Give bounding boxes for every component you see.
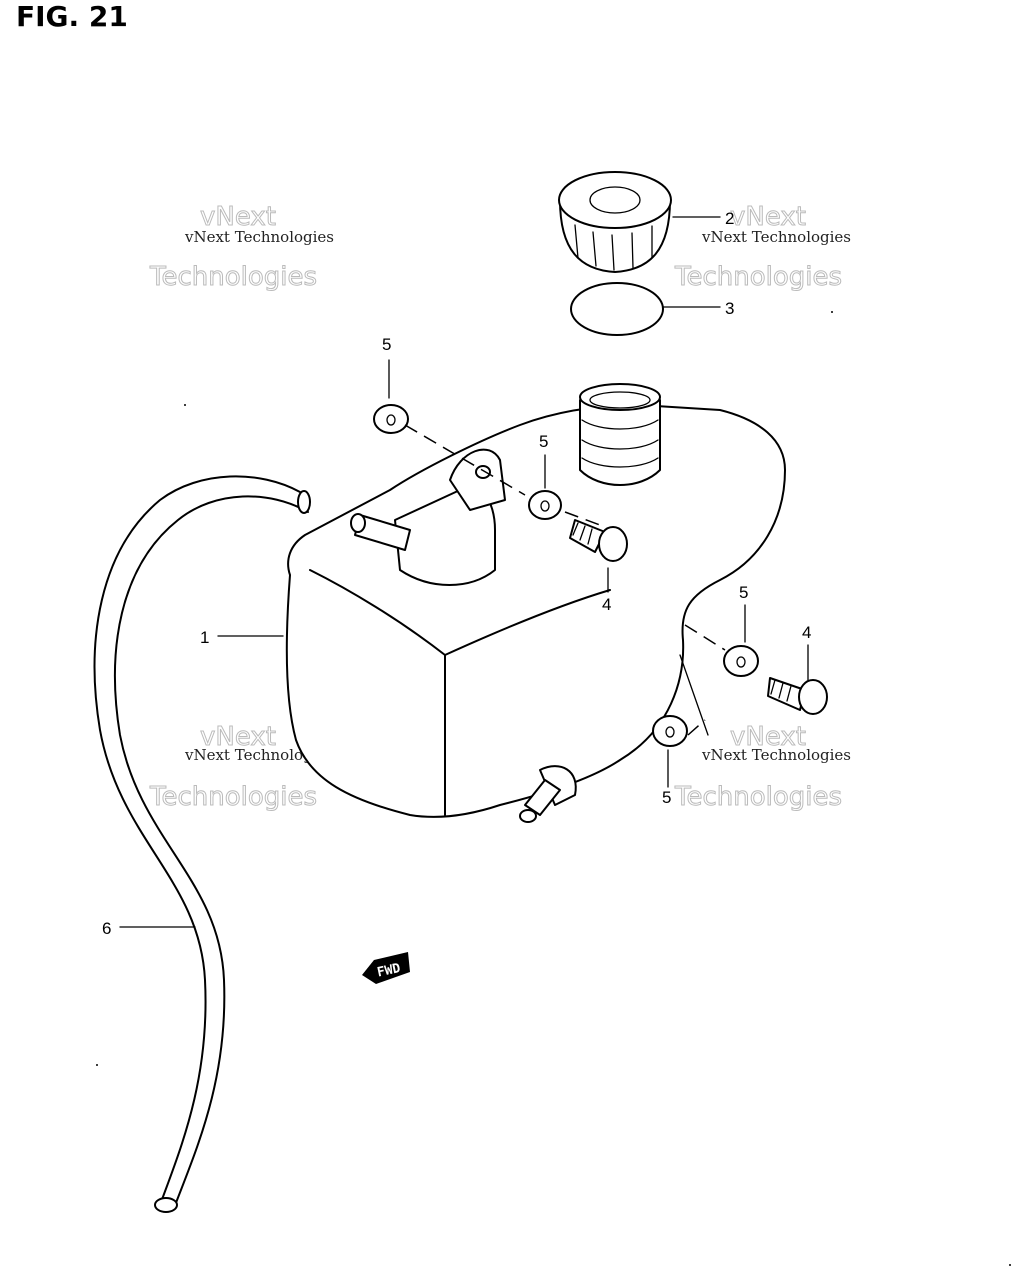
callout-3: 3 xyxy=(725,299,734,318)
callout-5-bottom: 5 xyxy=(662,788,671,807)
svg-text:vNext Technologies: vNext Technologies xyxy=(701,228,851,246)
svg-text:vNext: vNext xyxy=(200,722,276,752)
watermark-bottom-left: vNext Technologies vNext Technologies xyxy=(149,722,335,813)
svg-text:vNext: vNext xyxy=(730,202,806,232)
hose-part xyxy=(93,475,311,1213)
callout-4-right: 4 xyxy=(802,623,811,642)
callout-5-center: 5 xyxy=(539,432,548,451)
bolt-center xyxy=(569,519,628,562)
washer-right xyxy=(723,645,759,677)
washer-top-left xyxy=(373,404,409,434)
svg-text:vNext: vNext xyxy=(730,722,806,752)
svg-text:vNext: vNext xyxy=(200,202,276,232)
svg-text:Technologies: Technologies xyxy=(674,782,842,812)
svg-text:vNext Technologies: vNext Technologies xyxy=(184,228,334,246)
cap-gasket xyxy=(570,282,664,336)
svg-text:vNext Technologies: vNext Technologies xyxy=(701,746,851,764)
svg-text:Technologies: Technologies xyxy=(149,262,317,292)
callout-4-center: 4 xyxy=(602,595,611,614)
callout-1: 1 xyxy=(200,628,209,647)
reservoir-tank xyxy=(285,383,786,823)
callout-6: 6 xyxy=(102,919,111,938)
svg-text:vNext Technologies: vNext Technologies xyxy=(184,746,334,764)
figure-title: FIG. 21 xyxy=(16,0,128,33)
washer-bottom-right xyxy=(652,715,688,747)
callout-5-top-left: 5 xyxy=(382,335,391,354)
svg-text:Technologies: Technologies xyxy=(149,782,317,812)
callout-2: 2 xyxy=(725,209,734,228)
watermark-bottom-right: vNext Technologies vNext Technologies xyxy=(674,722,852,813)
watermark-top-left: vNext Technologies vNext Technologies xyxy=(149,202,335,293)
bolt-right xyxy=(767,677,828,715)
fwd-arrow-icon: FWD xyxy=(362,952,410,984)
callout-5-right: 5 xyxy=(739,583,748,602)
svg-text:Technologies: Technologies xyxy=(674,262,842,292)
washer-center xyxy=(528,490,562,520)
fwd-label: FWD xyxy=(376,961,402,981)
watermark-top-right: vNext Technologies vNext Technologies xyxy=(674,202,852,293)
reservoir-cap xyxy=(558,171,672,273)
